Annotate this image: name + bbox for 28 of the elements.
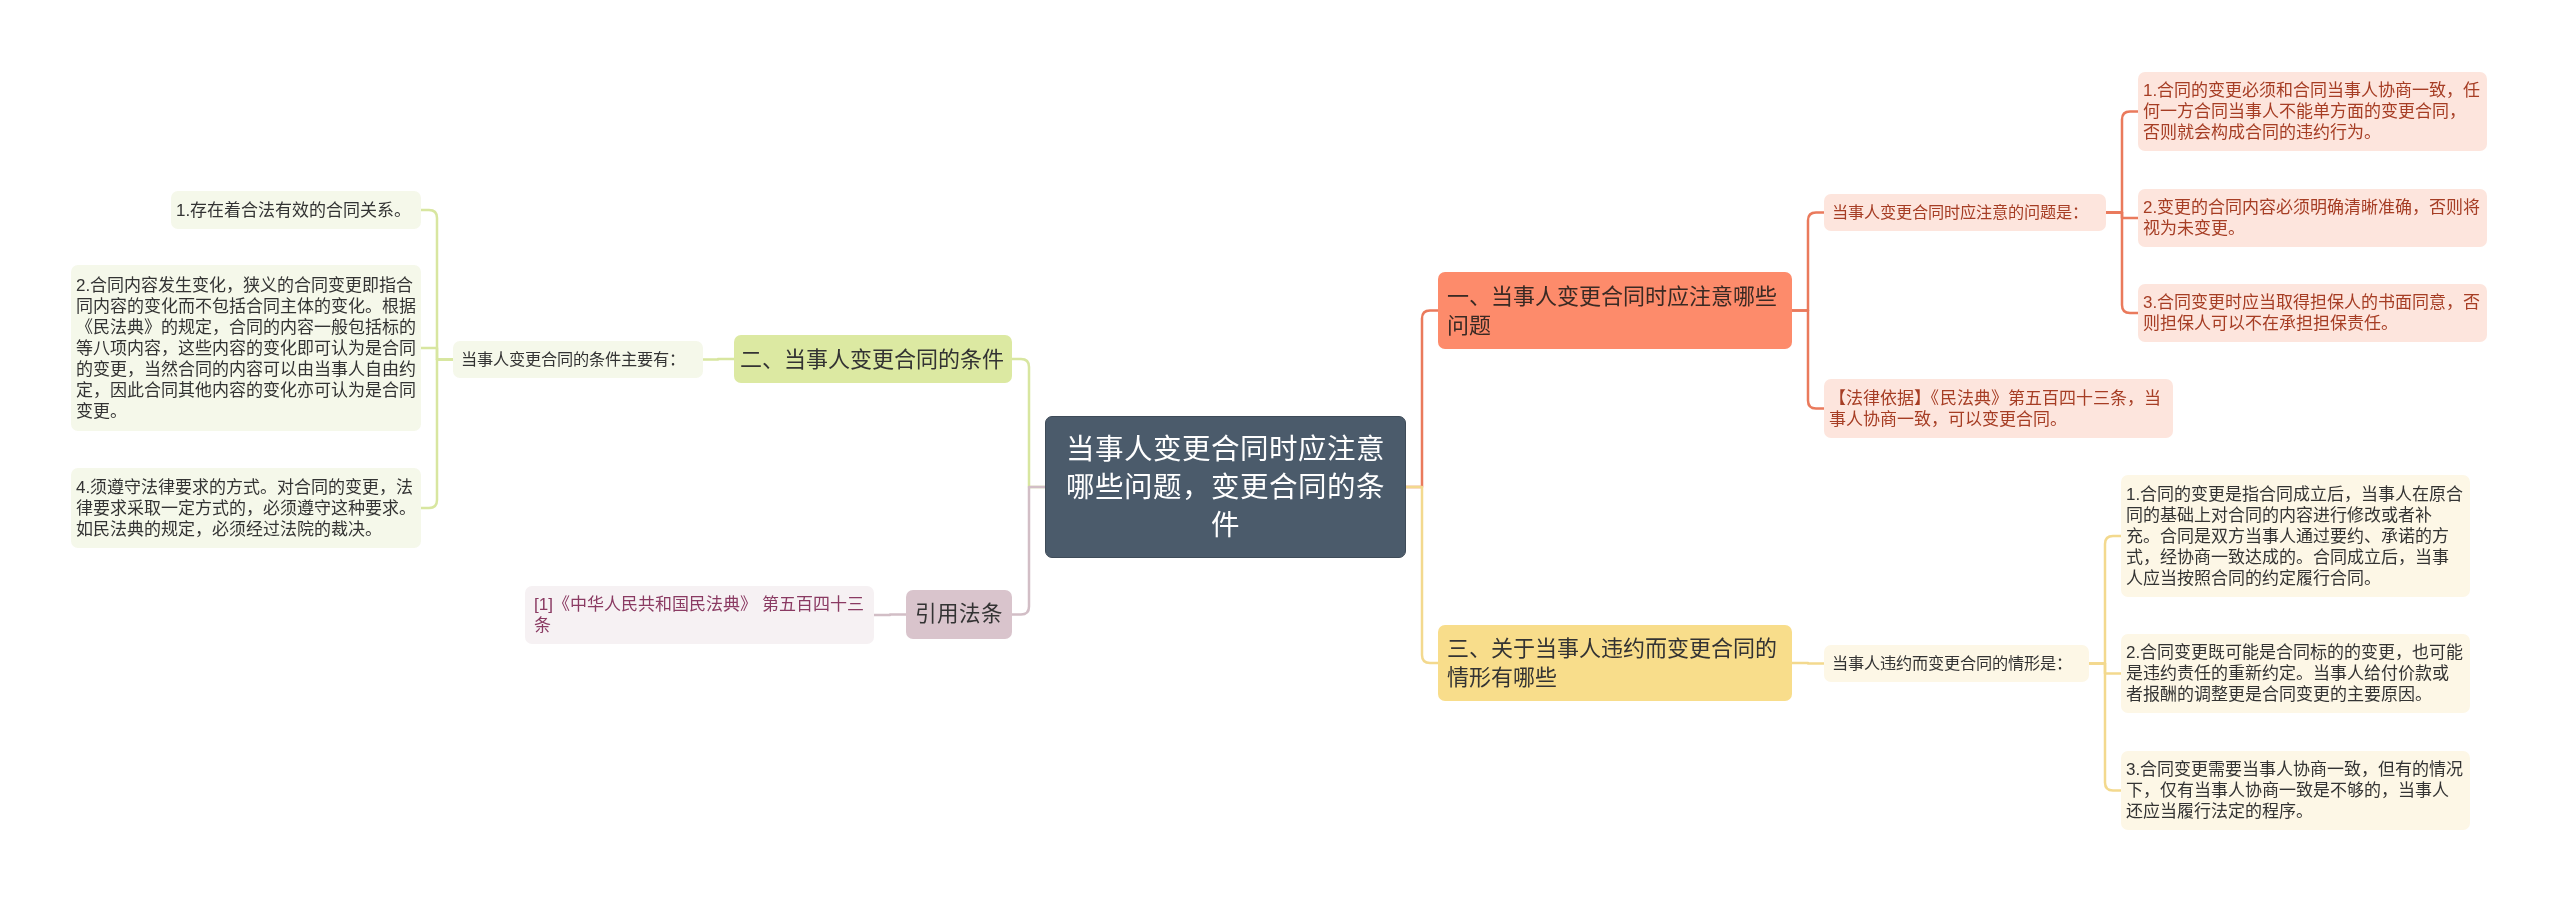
note-box: 1.合同的变更是指合同成立后，当事人在原合同的基础上对合同的内容进行修改或者补充。合同是双方当事人通过要约、承诺的方式，经协商一致达成的。合同成立后，当事人应当按照合同的约定履行合同。	[2121, 475, 2470, 597]
connector-line	[1792, 309, 1824, 410]
subtopic-box: 当事人违约而变更合同的情形是：	[1824, 645, 2089, 682]
note-box: [1]《中华人民共和国民法典》 第五百四十三条	[525, 586, 874, 644]
branch-topic-box: 三、关于当事人违约而变更合同的情形有哪些	[1438, 625, 1792, 701]
note-box: 3.合同变更时应当取得担保人的书面同意，否则担保人可以不在承担担保责任。	[2138, 284, 2487, 342]
branch-topic-box: 二、当事人变更合同的条件	[734, 335, 1012, 383]
connector-line	[421, 358, 453, 510]
subtopic-box: 当事人变更合同时应注意的问题是：	[1824, 194, 2106, 231]
note-box: 2.合同内容发生变化，狭义的合同变更即指合同内容的变化而不包括合同主体的变化。根据《民法典》的规定，合同的内容一般包括标的等八项内容，这些内容的变化即可认为是合同的变更，当然合同的内容可以由当事人自由约定，因此合同其他内容的变化亦可认为是合同变更。	[71, 265, 421, 431]
branch-topic-box: 一、当事人变更合同时应注意哪些问题	[1438, 272, 1792, 349]
connector-line	[874, 613, 906, 617]
note-box: 4.须遵守法律要求的方式。对合同的变更，法律要求采取一定方式的，必须遵守这种要求。如民法典的规定，必须经过法院的裁决。	[71, 468, 421, 548]
connector-line	[1406, 485, 1438, 665]
connector-line	[2089, 662, 2121, 792]
branch-topic-box: 引用法条	[906, 590, 1012, 639]
note-box: 【法律依据】《民法典》第五百四十三条，当事人协商一致，可以变更合同。	[1824, 379, 2173, 438]
connector-line	[2106, 211, 2138, 315]
note-box: 1.存在着合法有效的合同关系。	[171, 191, 421, 229]
connector-line	[703, 357, 734, 361]
note-box: 2.变更的合同内容必须明确清晰准确，否则将视为未变更。	[2138, 189, 2487, 247]
note-box: 3.合同变更需要当事人协商一致，但有的情况下，仅有当事人协商一致是不够的，当事人还应当履行法定的程序。	[2121, 751, 2470, 830]
central-topic-box: 当事人变更合同时应注意哪些问题，变更合同的条件	[1045, 416, 1406, 558]
connector-line	[1792, 661, 1824, 665]
note-box: 1.合同的变更必须和合同当事人协商一致，任何一方合同当事人不能单方面的变更合同，否则就会构成合同的违约行为。	[2138, 72, 2487, 151]
subtopic-box: 当事人变更合同的条件主要有：	[453, 341, 703, 378]
connector-line	[1012, 485, 1045, 616]
note-box: 2.合同变更既可能是合同标的的变更，也可能是违约责任的重新约定。当事人给付价款或者报酬的调整更是合同变更的主要原因。	[2121, 634, 2470, 713]
